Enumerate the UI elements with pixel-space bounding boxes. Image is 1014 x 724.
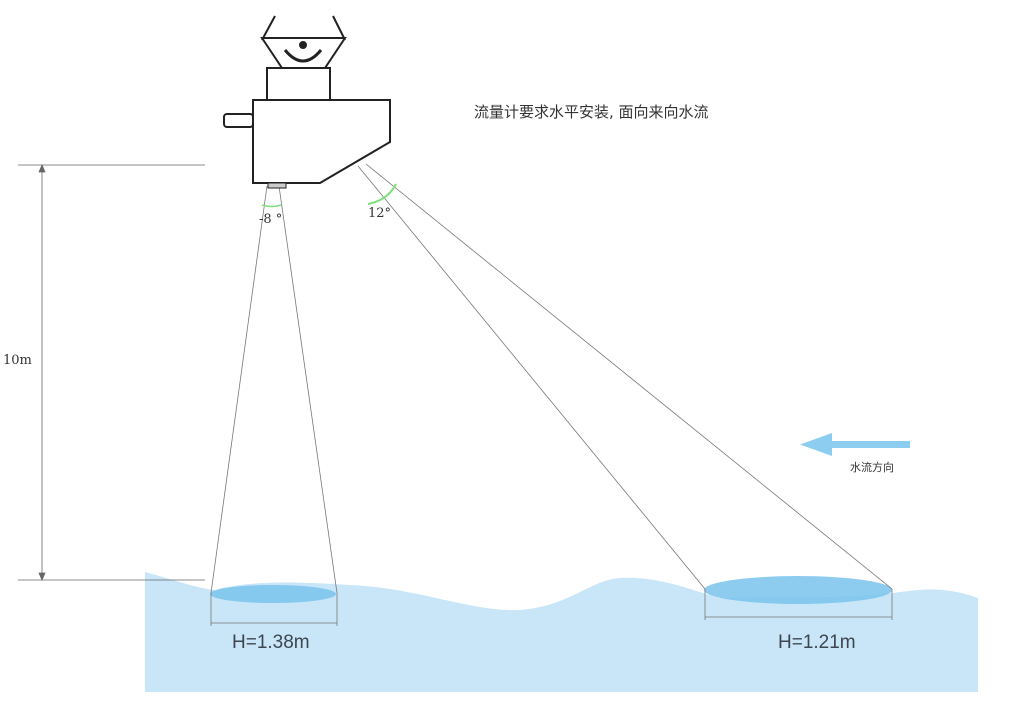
bracket-arms: [261, 15, 346, 41]
installation-note: 流量计要求水平安装, 面向来向水流: [474, 103, 709, 121]
bracket-adjust-slot: [283, 49, 323, 63]
vertical-beam-angle-label: -8 °: [259, 212, 283, 227]
flow-direction-arrow: [800, 433, 910, 456]
cable-connector: [223, 113, 254, 128]
arrowhead-down-icon: [38, 572, 46, 582]
vertical-beam-angle-marker: [261, 204, 282, 208]
vertical-beam-edge: [278, 185, 338, 594]
tilted-beam-angle-label: 12°: [368, 206, 392, 221]
height-label: 10m: [3, 353, 32, 368]
right-footprint-label: H=1.21m: [778, 632, 856, 653]
arrow-shaft: [825, 441, 910, 448]
sensor-housing: [252, 99, 391, 184]
right-beam-footprint: [704, 576, 892, 604]
tilted-beam-edge: [365, 163, 893, 590]
flowmeter-device: [223, 15, 391, 189]
vertical-beam-edge: [210, 185, 268, 594]
arrow-left-icon: [800, 433, 832, 456]
vertical-transducer: [267, 182, 287, 189]
tilted-beam-angle-marker: [367, 183, 397, 205]
flow-direction-label: 水流方向: [850, 461, 894, 474]
bracket-bolt: [299, 41, 307, 49]
left-footprint-label: H=1.38m: [232, 632, 310, 653]
arrowhead-up-icon: [38, 163, 46, 173]
tilted-beam-edge: [357, 165, 706, 590]
left-beam-footprint: [210, 585, 336, 603]
mounting-block: [266, 67, 331, 101]
